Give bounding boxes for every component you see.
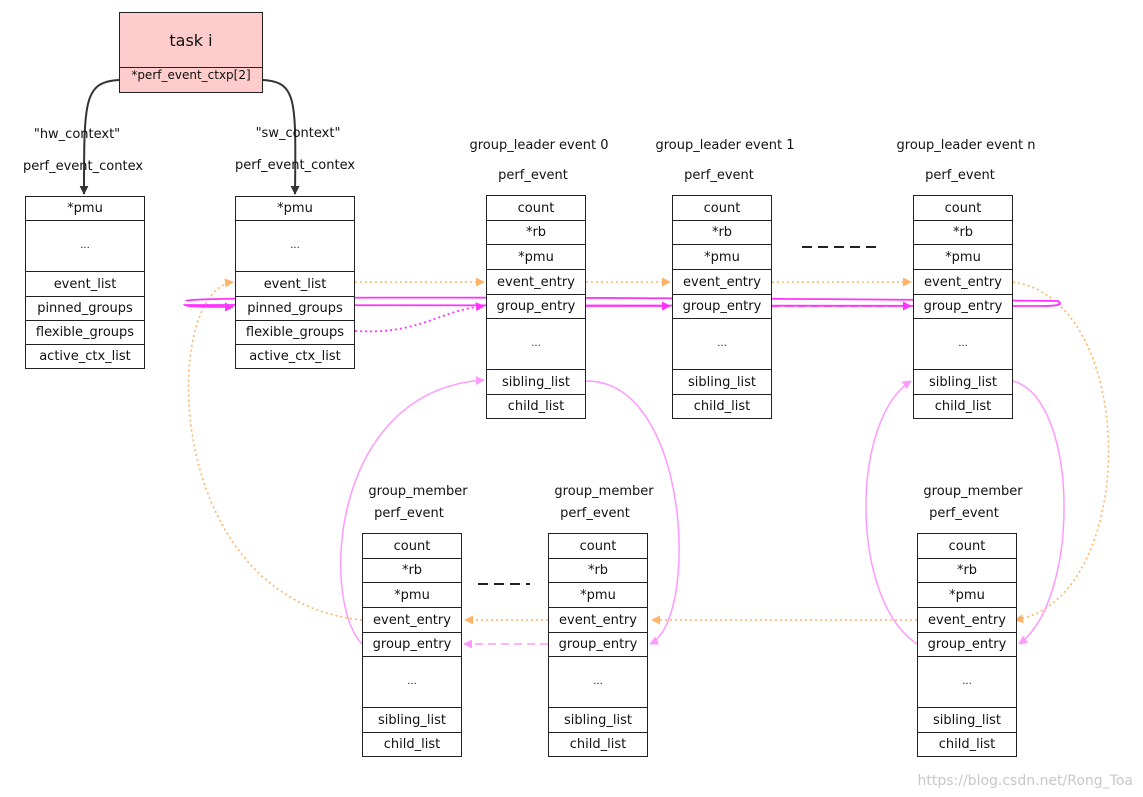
sw-context-field-pmu: *pmu: [235, 196, 355, 221]
group-leader-2-field-child-list: child_list: [913, 394, 1013, 419]
group-member-0-type: perf_event: [374, 506, 444, 521]
sw-context-pointer-arrow: [262, 79, 300, 195]
group-member-2-field-event-entry: event_entry: [917, 607, 1017, 633]
group-leader-1-field-rb: *rb: [672, 220, 772, 245]
hw-context-field-event-list: event_list: [25, 271, 145, 297]
group-leader-0-field-count: count: [486, 195, 586, 221]
hw-context-pointer-arrow: [79, 79, 120, 195]
group-member-1-field-sibling-list: sibling_list: [548, 707, 648, 733]
group-leader-0-field-rb: *rb: [486, 220, 586, 245]
group-member-0-field-sibling-list: sibling_list: [362, 707, 462, 733]
group-member-1-field-event-entry: event_entry: [548, 607, 648, 633]
group-member-0-title: group_member: [368, 484, 468, 499]
sw-context-field-active-ctx-list: active_ctx_list: [235, 344, 355, 369]
group-leader-0-field-ellipsis: ...: [486, 318, 586, 370]
group-leader-1-field-count: count: [672, 195, 772, 221]
sibling-link-member0-to-leader0: [339, 376, 485, 645]
group-leader-1-field-pmu: *pmu: [672, 244, 772, 270]
sw-context-type: perf_event_contex: [234, 158, 356, 173]
watermark: https://blog.csdn.net/Rong_Toa: [917, 773, 1134, 789]
group-leader-2-title: group_leader event n: [896, 138, 1036, 153]
group-member-1-field-child-list: child_list: [548, 732, 648, 757]
group-leader-0-field-pmu: *pmu: [486, 244, 586, 270]
task-ctxp-field: *perf_event_ctxp[2]: [119, 67, 263, 93]
group-leader-1-field-sibling-list: sibling_list: [672, 369, 772, 395]
group-leader-0-type: perf_event: [498, 168, 568, 183]
group-member-2-field-count: count: [917, 533, 1017, 559]
group-member-1-type: perf_event: [560, 506, 630, 521]
group-member-0-field-event-entry: event_entry: [362, 607, 462, 633]
group-leader-1-field-ellipsis: ...: [672, 318, 772, 370]
group-member-2-field-group-entry: group_entry: [917, 632, 1017, 657]
group-leader-2-field-event-entry: event_entry: [913, 269, 1013, 295]
group-member-2-field-child-list: child_list: [917, 732, 1017, 757]
group-leader-0-field-sibling-list: sibling_list: [486, 369, 586, 395]
group-member-1-field-ellipsis: ...: [548, 656, 648, 708]
group-leader-0-field-group-entry: group_entry: [486, 294, 586, 319]
hw-context-field-pmu: *pmu: [25, 196, 145, 221]
group-member-1-field-pmu: *pmu: [548, 582, 648, 608]
hw-context-name: "hw_context": [33, 127, 121, 142]
hw-context-field-flexible-groups: flexible_groups: [25, 320, 145, 345]
group-leader-2-field-rb: *rb: [913, 220, 1013, 245]
group-member-0-field-count: count: [362, 533, 462, 559]
group-leader-1-field-event-entry: event_entry: [672, 269, 772, 295]
group-member-1-field-count: count: [548, 533, 648, 559]
group-member-0-field-group-entry: group_entry: [362, 632, 462, 657]
task-title: task i: [169, 30, 213, 50]
flexible-groups-link: [354, 302, 485, 333]
group-leader-1-field-group-entry: group_entry: [672, 294, 772, 319]
sibling-link-leader0-to-member1: [585, 380, 680, 645]
group-leader-2-field-pmu: *pmu: [913, 244, 1013, 270]
group-leader-0-title: group_leader event 0: [469, 138, 609, 153]
group-leader-0-field-child-list: child_list: [486, 394, 586, 419]
group-leader-1-field-child-list: child_list: [672, 394, 772, 419]
hw-context-field-ellipsis: ...: [25, 220, 145, 272]
group-leader-2-type: perf_event: [925, 168, 995, 183]
group-leader-1-type: perf_event: [684, 168, 754, 183]
group-leader-2-field-count: count: [913, 195, 1013, 221]
group-leader-2-field-ellipsis: ...: [913, 318, 1013, 370]
group-member-2-field-pmu: *pmu: [917, 582, 1017, 608]
group-member-1-field-rb: *rb: [548, 558, 648, 583]
sw-context-name: "sw_context": [255, 126, 341, 141]
group-member-0-field-child-list: child_list: [362, 732, 462, 757]
sibling-link-leadern-to-member: [1012, 380, 1065, 645]
group-member-1-field-group-entry: group_entry: [548, 632, 648, 657]
task-struct-header: task i: [119, 12, 263, 68]
group-member-2-title: group_member: [923, 484, 1023, 499]
sibling-link-member-to-leadern: [865, 380, 918, 645]
group-member-1-title: group_member: [554, 484, 654, 499]
group-member-2-field-rb: *rb: [917, 558, 1017, 583]
group-member-0-field-pmu: *pmu: [362, 582, 462, 608]
sw-context-field-pinned-groups: pinned_groups: [235, 296, 355, 321]
group-leader-2-field-group-entry: group_entry: [913, 294, 1013, 319]
group-leader-2-field-sibling-list: sibling_list: [913, 369, 1013, 395]
hw-context-field-pinned-groups: pinned_groups: [25, 296, 145, 321]
group-member-2-field-sibling-list: sibling_list: [917, 707, 1017, 733]
sw-context-field-ellipsis: ...: [235, 220, 355, 272]
group-member-2-type: perf_event: [929, 506, 999, 521]
group-leader-0-field-event-entry: event_entry: [486, 269, 586, 295]
group-leader-1-title: group_leader event 1: [655, 138, 795, 153]
group-member-0-field-ellipsis: ...: [362, 656, 462, 708]
group-member-0-field-rb: *rb: [362, 558, 462, 583]
group-member-2-field-ellipsis: ...: [917, 656, 1017, 708]
hw-context-type: perf_event_contex: [22, 159, 144, 174]
sw-context-field-event-list: event_list: [235, 271, 355, 297]
hw-context-field-active-ctx-list: active_ctx_list: [25, 344, 145, 369]
event-list-wrap-to-members: [1012, 281, 1110, 624]
sw-context-field-flexible-groups: flexible_groups: [235, 320, 355, 345]
